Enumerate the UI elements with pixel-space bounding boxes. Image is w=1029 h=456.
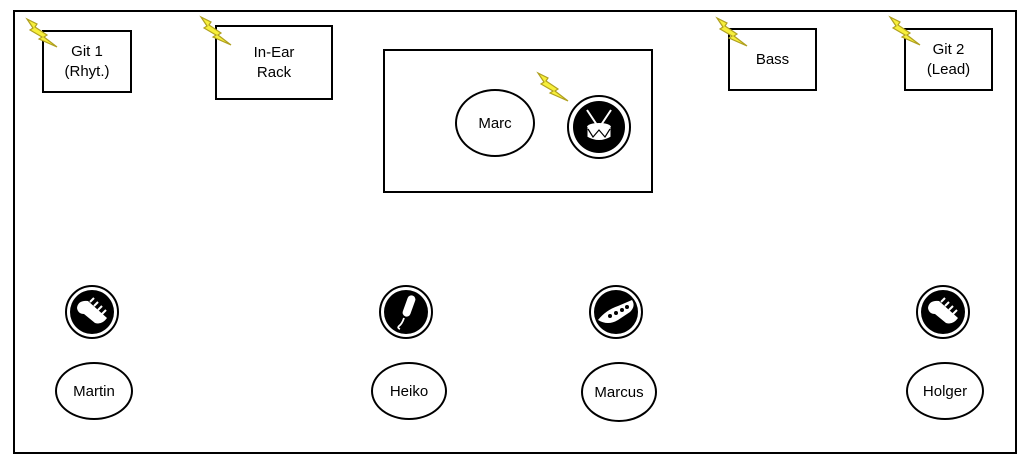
drummer-name: Marc	[478, 114, 512, 132]
guitar-headstock-icon	[65, 285, 119, 339]
musician-position: Marcus	[581, 362, 657, 422]
stage-plot: Git 1 (Rhyt.) In-Ear Rack Bass Git 2 (Le…	[13, 10, 1017, 454]
power-bolt-icon	[536, 71, 569, 102]
power-bolt-icon	[25, 17, 58, 48]
musician-position: Martin	[55, 362, 133, 420]
power-bolt-icon	[888, 15, 921, 46]
bass-headstock-icon	[589, 285, 643, 339]
musician-position: Heiko	[371, 362, 447, 420]
musician-name: Martin	[73, 382, 115, 400]
power-bolt-icon	[715, 16, 748, 47]
git1-amp-label: Git 1 (Rhyt.)	[64, 42, 110, 80]
git2-amp-box: Git 2 (Lead)	[904, 28, 993, 91]
git2-amp-label: Git 2 (Lead)	[926, 40, 971, 78]
bass-amp-box: Bass	[728, 28, 817, 91]
drummer-position: Marc	[455, 89, 535, 157]
musician-position: Holger	[906, 362, 984, 420]
musician-name: Marcus	[594, 383, 644, 401]
bass-amp-label: Bass	[755, 50, 790, 68]
drum-icon	[567, 95, 631, 159]
musician-name: Heiko	[389, 382, 429, 400]
inear-rack-box: In-Ear Rack	[215, 25, 333, 100]
microphone-icon	[379, 285, 433, 339]
power-bolt-icon	[199, 15, 232, 46]
guitar-headstock-icon	[916, 285, 970, 339]
git1-amp-box: Git 1 (Rhyt.)	[42, 30, 132, 93]
musician-name: Holger	[922, 382, 968, 400]
inear-rack-label: In-Ear Rack	[253, 43, 295, 81]
